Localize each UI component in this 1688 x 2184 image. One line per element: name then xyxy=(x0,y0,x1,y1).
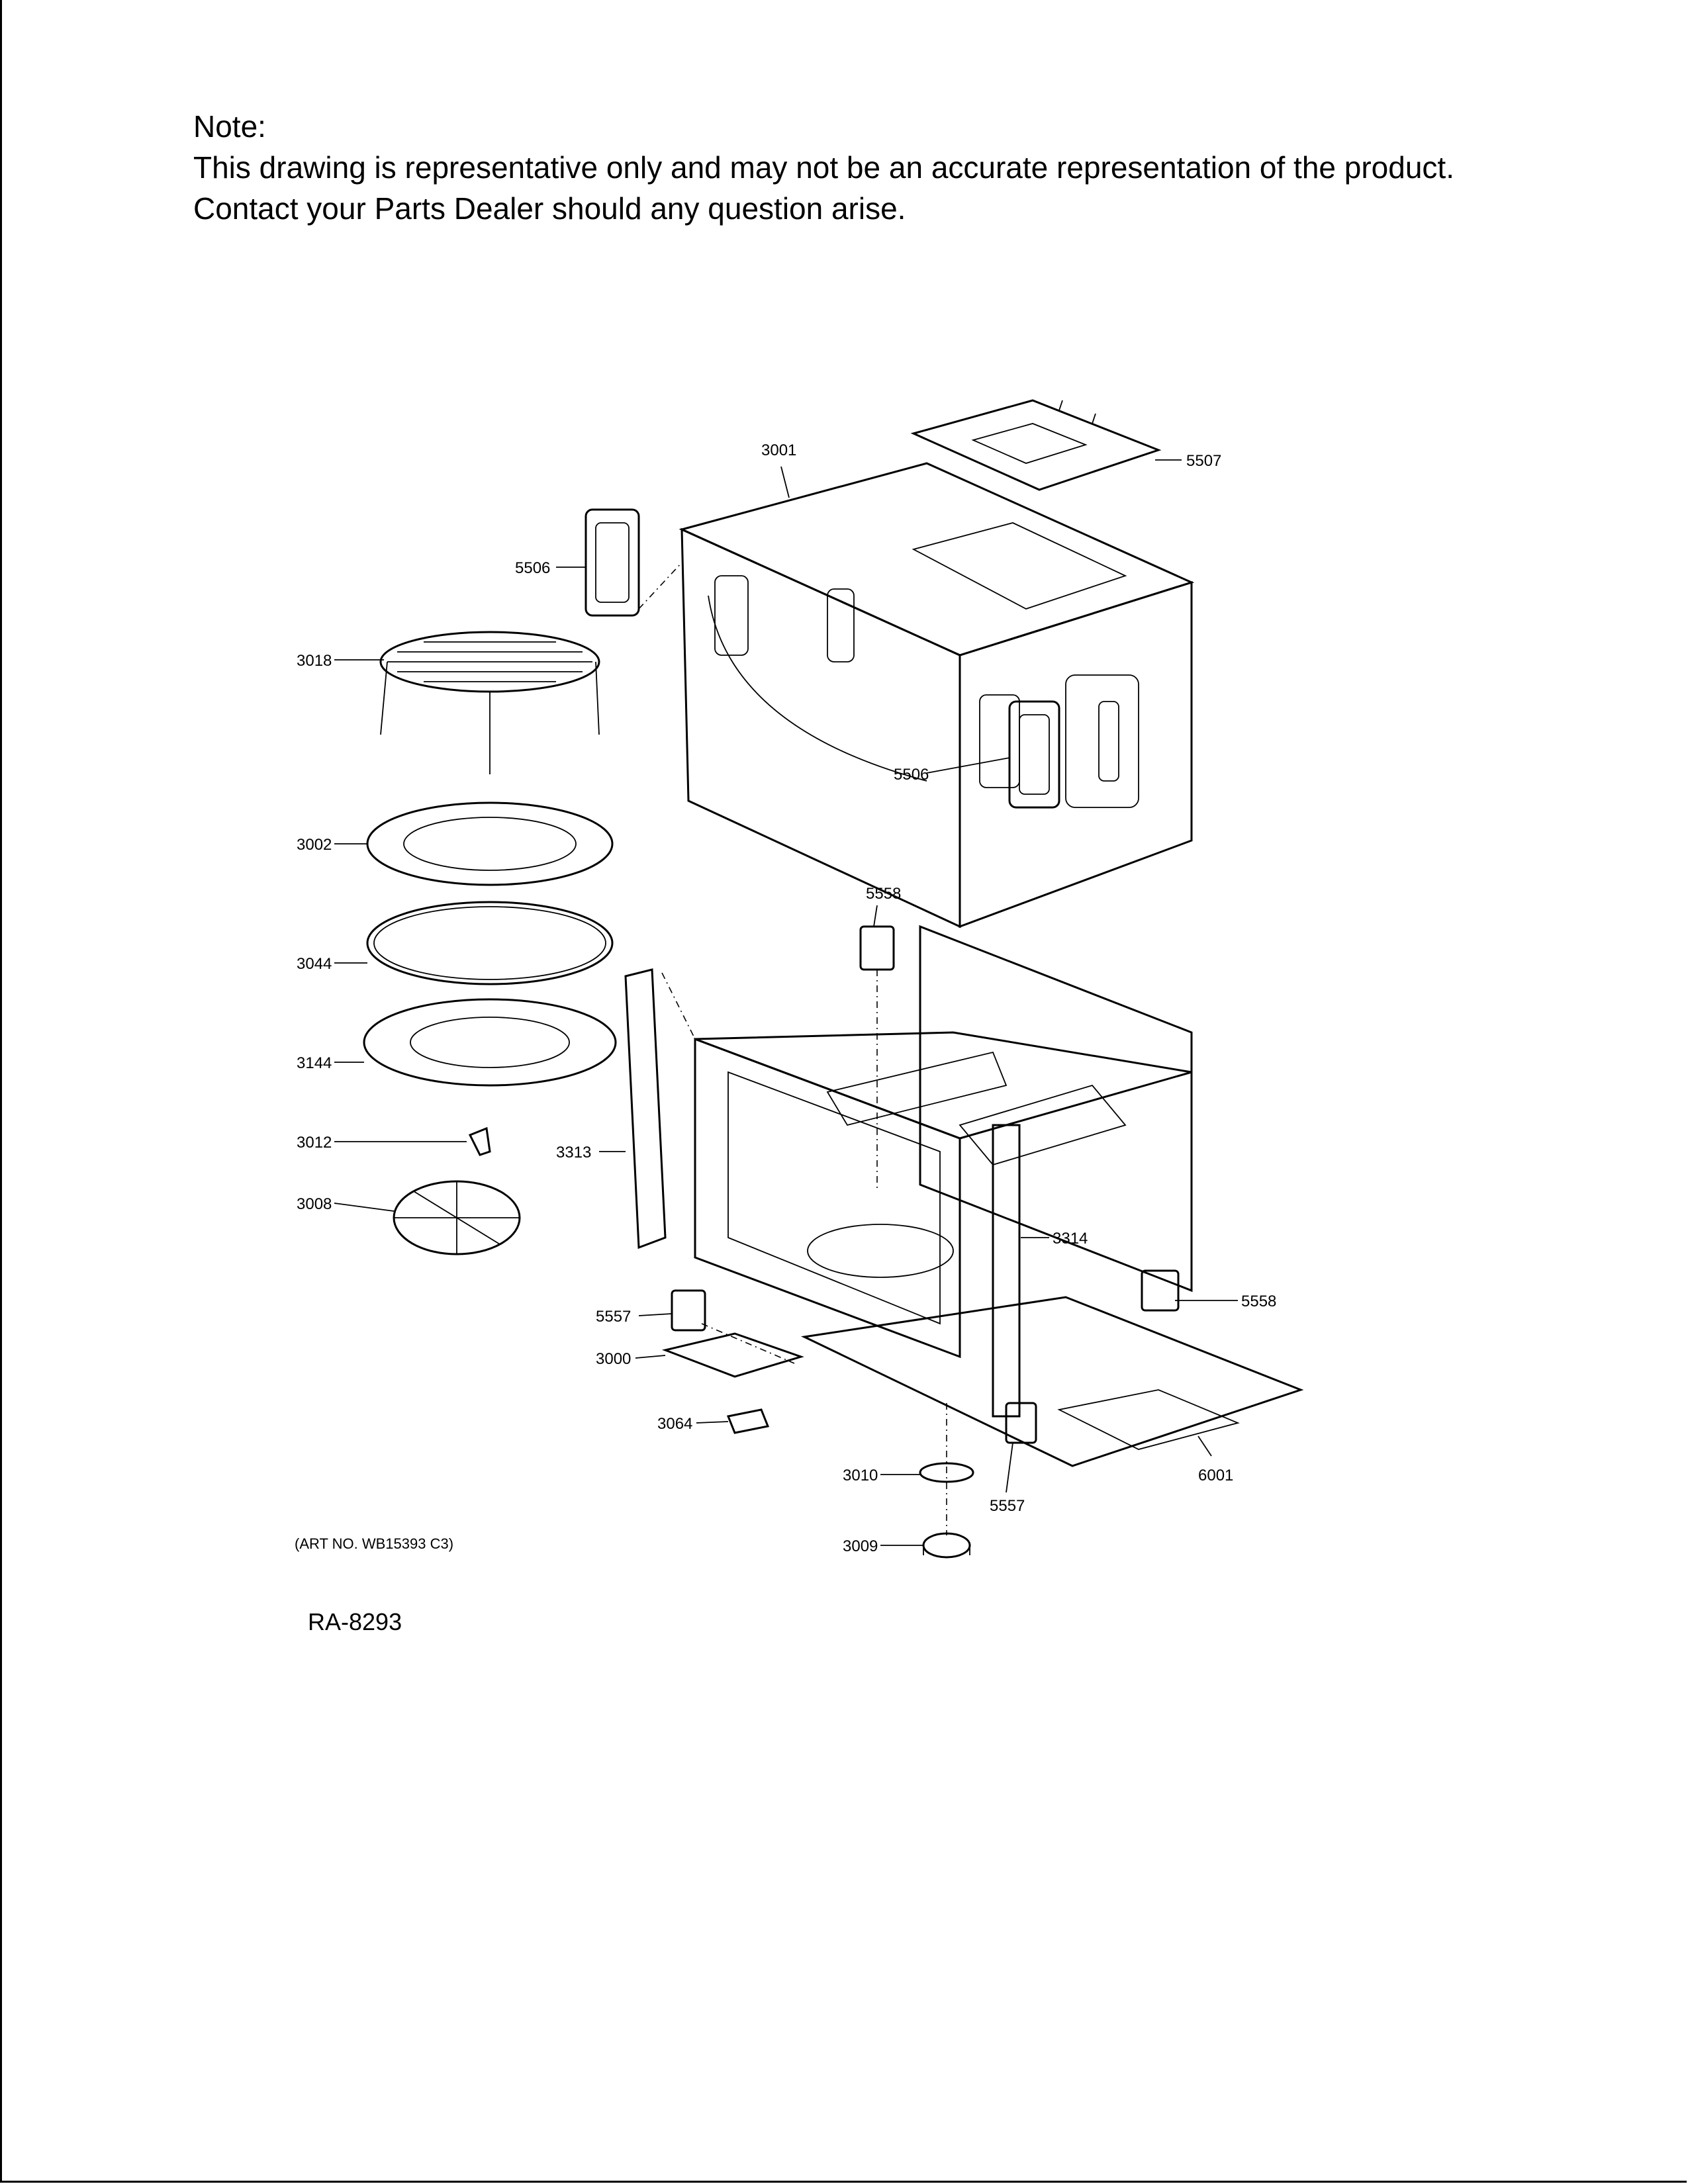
callout-5558-upper: 5558 xyxy=(866,885,901,903)
part-5557-bracket-lower xyxy=(1005,1402,1037,1444)
callout-3044: 3044 xyxy=(297,955,332,973)
callout-6001: 6001 xyxy=(1198,1467,1233,1484)
callout-3018: 3018 xyxy=(297,652,332,670)
callout-3012: 3012 xyxy=(297,1134,332,1152)
callout-3314: 3314 xyxy=(1053,1230,1088,1248)
part-3001-outer-case xyxy=(679,462,1195,929)
callout-5507: 5507 xyxy=(1186,452,1221,470)
callout-5558-lower: 5558 xyxy=(1241,1293,1276,1310)
part-5506-gasket-left xyxy=(585,508,640,617)
part-5557-bracket-left xyxy=(671,1289,706,1332)
callout-3008: 3008 xyxy=(297,1195,332,1213)
callout-5557-lower: 5557 xyxy=(990,1497,1025,1515)
part-3064-label xyxy=(726,1408,770,1434)
callout-3313: 3313 xyxy=(556,1144,591,1161)
part-3000-plate xyxy=(661,1332,804,1378)
part-3002-glass-tray xyxy=(366,801,614,886)
callout-3064: 3064 xyxy=(657,1415,692,1433)
part-3010-motor-bracket xyxy=(919,1462,974,1483)
part-3044-ring xyxy=(366,901,614,985)
ra-code: RA-8293 xyxy=(308,1608,402,1635)
part-5558-bracket-lower xyxy=(1141,1269,1180,1312)
callout-3002: 3002 xyxy=(297,836,332,854)
callout-3001: 3001 xyxy=(761,441,796,459)
note-line-2: Contact your Parts Dealer should any que… xyxy=(193,191,906,226)
callout-3009: 3009 xyxy=(843,1537,878,1555)
part-3144-tray xyxy=(363,998,617,1087)
callout-labels: 3001 5507 5506 5506 3018 3002 5558 3044 … xyxy=(297,441,1276,1555)
part-3313-bracket xyxy=(624,968,667,1250)
part-5507-cover xyxy=(910,399,1162,491)
part-3008-roller-ring xyxy=(393,1180,521,1255)
callout-5557-left: 5557 xyxy=(596,1308,631,1326)
assembly-guide-lines xyxy=(638,562,947,1535)
part-6001-base xyxy=(800,1296,1304,1467)
art-number: (ART NO. WB15393 C3) xyxy=(295,1535,454,1552)
note-block: Note: This drawing is representative onl… xyxy=(193,106,1454,229)
part-oven-cavity xyxy=(694,925,1193,1418)
part-3009-motor xyxy=(922,1532,971,1559)
callout-5506-right: 5506 xyxy=(894,766,929,784)
part-3018-rack xyxy=(379,631,600,774)
note-heading: Note: xyxy=(193,109,266,144)
callout-3000: 3000 xyxy=(596,1350,631,1368)
leader-lines xyxy=(334,459,1238,1546)
callout-3144: 3144 xyxy=(297,1054,332,1072)
callout-3010: 3010 xyxy=(843,1467,878,1484)
part-5506-gasket-right xyxy=(1008,700,1060,809)
note-line-1: This drawing is representative only and … xyxy=(193,150,1454,185)
part-3012-coupler xyxy=(468,1126,491,1156)
part-5558-bracket-upper xyxy=(859,925,895,971)
callout-5506-left: 5506 xyxy=(515,559,550,577)
